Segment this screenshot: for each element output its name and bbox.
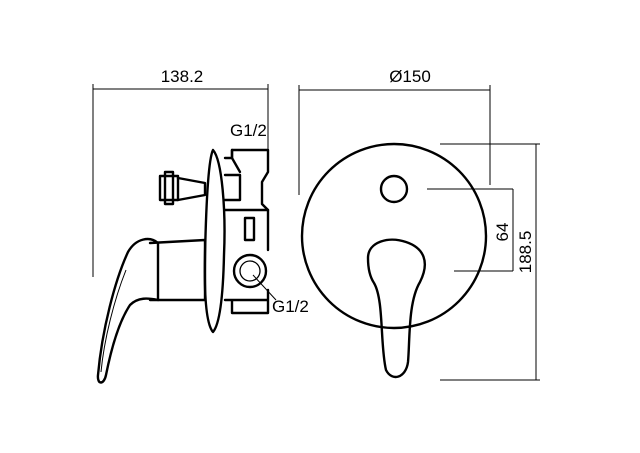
- thread-label-bottom: G1/2: [272, 297, 309, 316]
- diameter-label: Ø150: [389, 67, 431, 86]
- dimension-center-offset: 64: [493, 189, 514, 271]
- diverter-knob: [379, 174, 409, 204]
- dimension-side-width: 138.2: [92, 67, 269, 277]
- cartridge: [158, 170, 207, 206]
- thread-label-top: G1/2: [230, 121, 267, 140]
- wall-plate: [203, 148, 226, 334]
- center-offset-label: 64: [493, 223, 512, 242]
- dimension-diameter: Ø150: [298, 67, 491, 195]
- outlet-port: [232, 253, 268, 289]
- lever-handle-side: [96, 237, 160, 384]
- leader-bottom: [252, 274, 277, 301]
- lever-handle-front: [366, 238, 426, 379]
- cover-plate: [300, 142, 488, 330]
- valve-housing: [223, 148, 270, 315]
- overall-height-label: 188.5: [516, 231, 535, 274]
- side-width-label: 138.2: [161, 67, 204, 86]
- dimension-overall-height: 188.5: [516, 144, 537, 380]
- front-view: Ø150 64 188.5: [298, 67, 540, 381]
- side-view: 138.2 G1/2 G1/2: [92, 67, 309, 384]
